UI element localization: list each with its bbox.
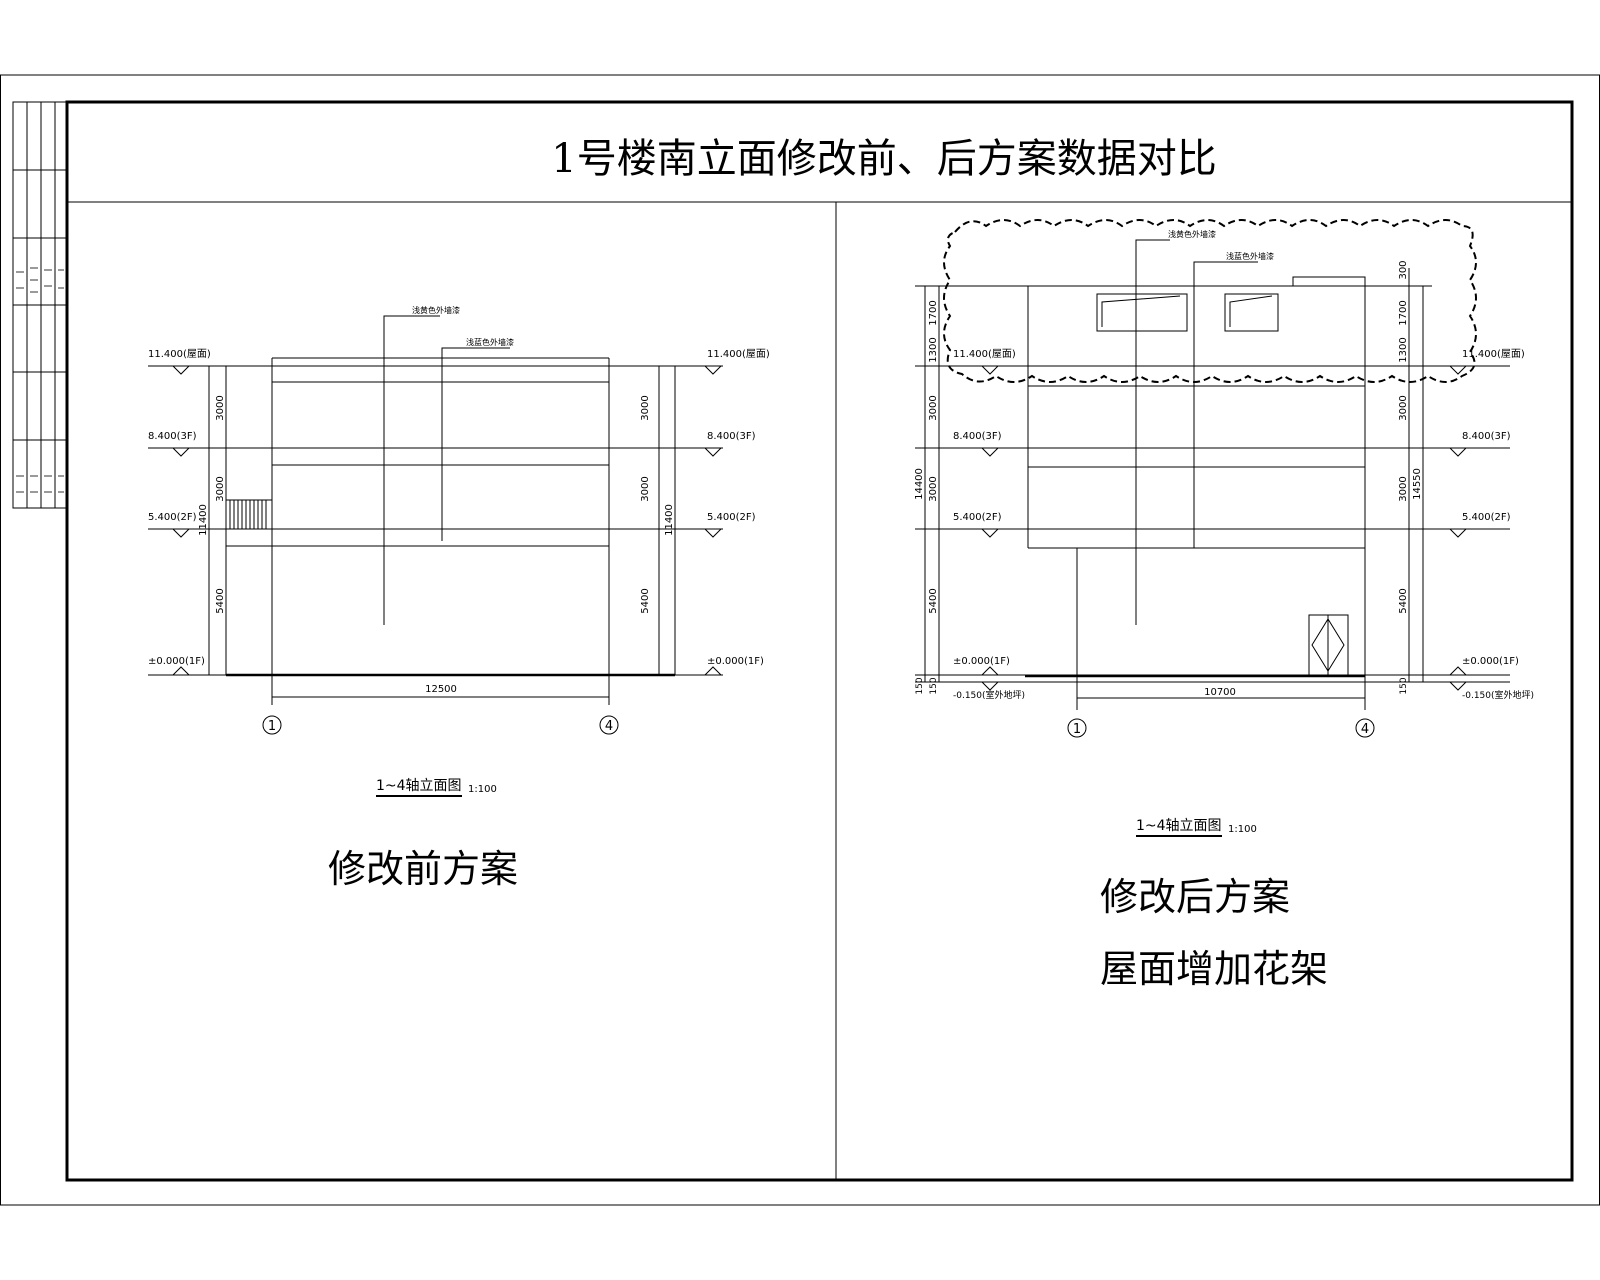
level-2f-right: 5.400(2F) [707,512,756,523]
dim-right-5: 3000 [1398,476,1409,501]
dim-left-3: 5400 [215,588,226,613]
dim-right-6: 5400 [1398,588,1409,613]
main-frame [65,100,1574,1182]
level-2f-left: 5.400(2F) [953,512,1002,523]
level-1f-right: ±0.000(1F) [707,656,764,667]
axis-bubble-4 [1355,718,1375,738]
building-outline-before [148,315,723,705]
axis-label-1: 1 [1073,722,1081,737]
material-note-2: 浅蓝色外墙漆 [1226,251,1274,261]
elevation-after: 11.400(屋面) 8.400(3F) 5.400(2F) ±0.000(1F… [914,219,1534,991]
level-3f-left: 8.400(3F) [953,431,1002,442]
outer-border [0,74,1600,1206]
dim-right-4: 3000 [1398,395,1409,420]
axis-label-1: 1 [268,719,276,734]
level-roof-right: 11.400(屋面) [707,348,770,360]
level-roof-left: 11.400(屋面) [953,348,1016,360]
dim-total-left: 11400 [198,504,209,536]
material-note-1: 浅黄色外墙漆 [412,305,460,315]
level-3f-left: 8.400(3F) [148,431,197,442]
level-roof-right: 11.400(屋面) [1462,348,1525,360]
level-1f-right: ±0.000(1F) [1462,656,1519,667]
drawing-title: 1~4轴立面图 [376,778,462,794]
binding-strip [12,101,68,509]
level-2f-left: 5.400(2F) [148,512,197,523]
dim-right-1: 300 [1398,260,1409,279]
dim-right-7: 150 [1399,677,1409,694]
scheme-caption-detail: 屋面增加花架 [1100,947,1328,991]
dim-right-2: 3000 [640,476,651,501]
building-outline-after [915,239,1510,710]
axis-bubble-4 [599,715,619,735]
dim-right-1: 3000 [640,395,651,420]
drawing-scale: 1:100 [1228,824,1257,835]
dim-total-left-base: 150 [915,677,925,694]
level-3f-right: 8.400(3F) [707,431,756,442]
dim-left-5: 5400 [928,588,939,613]
axis-label-4: 4 [605,719,613,734]
material-note-1: 浅黄色外墙漆 [1168,229,1216,239]
revision-cloud [943,219,1477,383]
level-1f-left: ±0.000(1F) [953,656,1010,667]
level-ground-left: -0.150(室外地坪) [953,689,1025,701]
dim-left-1: 1700 [928,300,939,325]
level-roof-left: 11.400(屋面) [148,348,211,360]
level-3f-right: 8.400(3F) [1462,431,1511,442]
level-markers-before [172,365,722,676]
dim-left-6: 150 [929,677,939,694]
dim-right-3: 5400 [640,588,651,613]
dim-left-2: 1300 [928,337,939,362]
axis-bubble-1 [262,715,282,735]
scheme-caption: 修改后方案 [1100,875,1290,919]
dim-width: 12500 [425,684,457,695]
dim-right-2: 1700 [1398,300,1409,325]
axis-bubble-1 [1067,718,1087,738]
level-1f-left: ±0.000(1F) [148,656,205,667]
drawing-title: 1~4轴立面图 [1136,818,1222,834]
material-note-2: 浅蓝色外墙漆 [466,337,514,347]
dim-total-right: 14550 [1412,468,1423,500]
scheme-caption: 修改前方案 [328,847,518,891]
drawing-scale: 1:100 [468,784,497,795]
dim-width: 10700 [1204,687,1236,698]
level-ground-right: -0.150(室外地坪) [1462,689,1534,701]
dim-left-3: 3000 [928,395,939,420]
axis-label-4: 4 [1361,722,1369,737]
dim-left-4: 3000 [928,476,939,501]
dim-right-3: 1300 [1398,337,1409,362]
level-markers-after [981,365,1467,691]
level-2f-right: 5.400(2F) [1462,512,1511,523]
dim-left-2: 3000 [215,476,226,501]
dim-left-1: 3000 [215,395,226,420]
elevation-before: 11.400(屋面) 8.400(3F) 5.400(2F) ±0.000(1F… [148,305,770,891]
dim-total-left: 14400 [914,468,925,500]
sheet-title: 1号楼南立面修改前、后方案数据对比 [551,136,1216,182]
dim-total-right: 11400 [664,504,675,536]
